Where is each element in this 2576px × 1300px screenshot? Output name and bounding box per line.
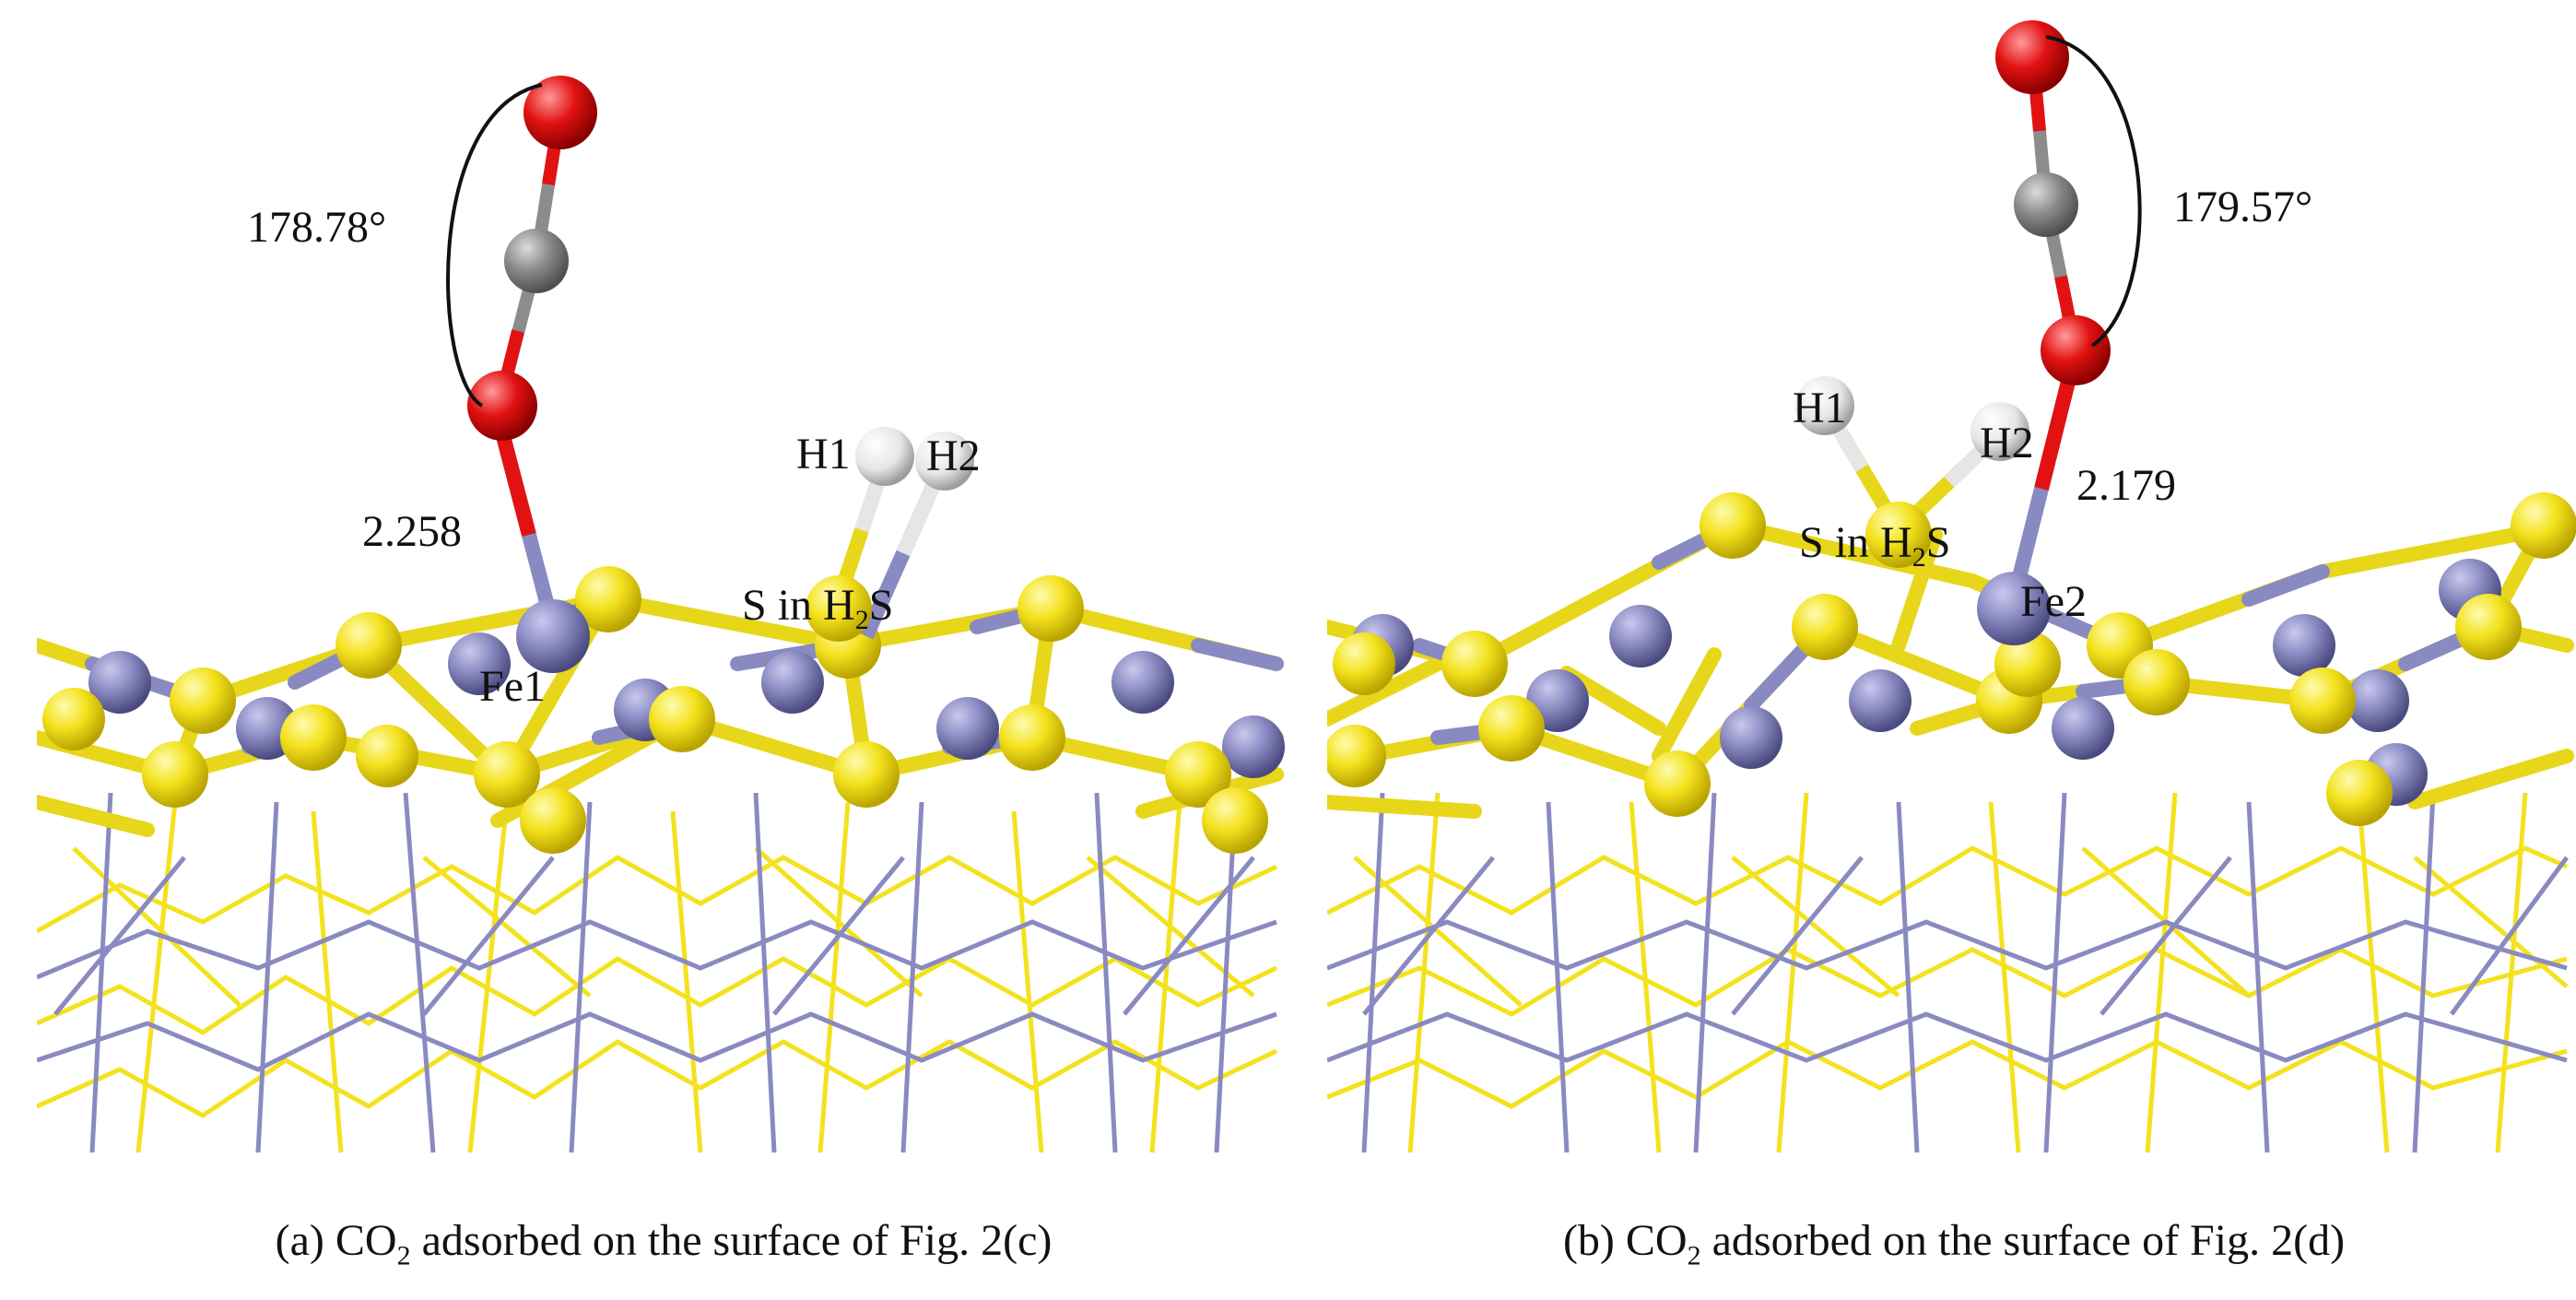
angle-label: 178.78° (247, 203, 386, 252)
surface-atoms (1327, 492, 2576, 826)
adsorbate-co2 (1977, 20, 2142, 645)
adsorbate-co2 (446, 76, 597, 673)
structure-a: 178.78° 2.258 Fe1 H1 H2 S in H2S (37, 76, 1285, 1153)
fe-label: Fe2 (2020, 577, 2087, 626)
carbon-atom (2014, 172, 2078, 237)
h1-label: H1 (1793, 384, 1847, 432)
fe1-atom (516, 599, 590, 673)
angle-arc (446, 83, 543, 408)
oxygen-atom-lower (467, 371, 537, 441)
h1-atom (1795, 376, 1854, 435)
bulk-wireframe (37, 792, 1278, 1153)
panel-a: 178.78° 2.258 Fe1 H1 H2 S in H2S (37, 0, 1290, 1199)
distance-label: 2.179 (2076, 461, 2176, 510)
carbon-atom (504, 229, 569, 293)
distance-label: 2.258 (362, 507, 462, 556)
h2-label: H2 (926, 431, 981, 480)
s-in-h2s-label: S in H2S (742, 581, 893, 635)
angle-label: 179.57° (2173, 183, 2312, 231)
adsorbate-h2s (806, 427, 974, 642)
s-in-h2s-label: S in H2S (1799, 518, 1950, 573)
surface-atoms (42, 566, 1285, 854)
panel-b: 179.57° 2.179 Fe2 H1 H2 S in H2S (1327, 0, 2576, 1199)
bulk-wireframe (1327, 792, 2570, 1153)
caption-a: (a) CO2 adsorbed on the surface of Fig. … (275, 1216, 1053, 1271)
fe2-atom (1977, 572, 2051, 645)
caption-b: (b) CO2 adsorbed on the surface of Fig. … (1562, 1216, 2346, 1271)
h2-atom (1970, 402, 2029, 461)
structure-b: 179.57° 2.179 Fe2 H1 H2 S in H2S (1327, 20, 2576, 1153)
h2-label: H2 (1980, 419, 2034, 467)
h2-atom (915, 431, 974, 490)
oxygen-atom-upper (523, 76, 597, 149)
h1-label: H1 (796, 430, 851, 479)
fe-label: Fe1 (479, 662, 546, 711)
angle-arc (2045, 35, 2142, 348)
oxygen-atom-lower (2041, 315, 2111, 385)
adsorbate-h2s (1795, 376, 2029, 568)
oxygen-atom-upper (1995, 20, 2069, 94)
h1-atom (855, 427, 914, 486)
